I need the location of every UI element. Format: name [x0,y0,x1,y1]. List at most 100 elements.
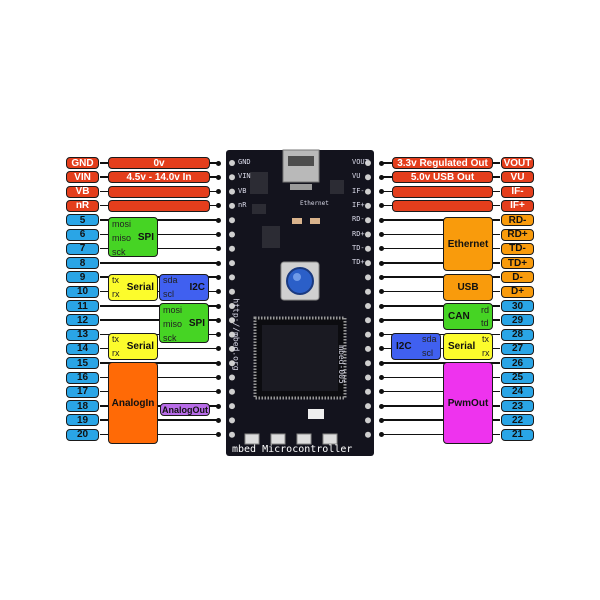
right-pin-10: D+ [501,285,534,298]
header-hole-right [365,202,371,209]
left-pin-dot [216,174,221,180]
serial-block-left-top: Serial [108,274,158,301]
header-hole-left [229,345,235,352]
right-pin-line [382,276,500,278]
header-hole-right [365,174,371,181]
left-pin-1: GND [66,157,99,169]
right-pin-dot [379,160,384,166]
header-hole-right [365,188,371,195]
right-pin-7: TD- [501,242,534,255]
right-pin-line [382,347,500,350]
header-hole-right [365,417,371,424]
left-pin-line [100,419,218,421]
left-pin-line [100,390,218,393]
left-pin-dot [216,317,221,323]
header-hole-right [365,360,371,367]
left-pin-dot [216,346,221,352]
right-pin-8: TD+ [501,257,534,270]
right-pin-line [382,219,500,221]
right-pin-6: RD+ [501,228,534,241]
header-hole-left [229,303,235,309]
header-hole-right [365,231,371,238]
spi-top-signal-1: mosi [112,219,132,229]
board-bottom-label: mbed Microcontroller [232,444,353,455]
left-pin-dot [216,260,221,266]
right-power-label: 5.0v USB Out [392,171,493,184]
can-label: CAN [448,311,470,322]
serial-right-rx: rx [482,348,490,358]
analogin-block: AnalogIn [108,362,158,444]
spi-top-signal-3: sck [112,247,126,257]
header-hole-right [365,345,371,352]
header-hole-right [365,260,371,267]
spi-mid-signal-3: sck [163,333,177,343]
left-pin-dot [216,189,221,195]
analogout-label: AnalogOut [162,404,208,415]
left-pin-9: 9 [66,271,99,284]
left-pin-dot [216,246,221,252]
right-pin-dot [379,260,384,266]
header-hole-left [229,431,235,438]
ethernet-block: Ethernet [443,217,493,271]
left-pin-line [100,405,218,407]
header-hole-left [229,374,235,381]
board-pcb [226,150,374,456]
serial-left-top-rx: rx [112,289,120,299]
board-side-text: http://mbed.org [231,298,241,371]
header-hole-left [229,388,235,395]
left-pin-dot [216,360,221,366]
header-hole-left [229,260,235,267]
right-pin-dot [379,174,384,180]
right-pin-dot [379,189,384,195]
right-pin-9: D- [501,271,534,284]
left-power-label: 0v [108,157,210,169]
left-pin-5: 5 [66,214,99,227]
serial-label-right: Serial [448,341,476,352]
left-pin-dot [216,417,221,423]
right-pin-dot [379,417,384,423]
left-pin-3: VB [66,185,99,198]
reset-button [286,267,314,295]
left-pin-17: 17 [66,385,99,398]
header-hole-right [365,303,371,309]
ethernet-label: Ethernet [447,238,489,250]
header-hole-right [365,274,371,281]
spi-label-top: SPI [137,231,154,243]
left-pin-dot [216,432,221,438]
spi-top-signal-2: miso [112,233,132,243]
left-pin-11: 11 [66,300,99,312]
analogin-label: AnalogIn [111,397,155,409]
right-pin-line [382,305,500,307]
board-pin-label-right: TD+ [352,258,365,267]
right-pin-20: 21 [501,428,534,441]
header-hole-left [229,274,235,281]
left-pin-dot [216,160,221,166]
header-hole-right [365,431,371,438]
header-hole-left [229,331,235,338]
right-pin-14: 27 [501,342,534,355]
usb-label: USB [457,282,479,293]
pwmout-label: PwmOut [447,397,489,409]
header-hole-left [229,174,235,181]
right-pin-line [382,433,500,436]
board-pin-label-right: VOUT [352,158,369,166]
right-pin-2: VU [501,171,534,184]
left-pin-dot [216,375,221,380]
serial-label-left-top: Serial [126,282,154,293]
left-pin-7: 7 [66,242,99,255]
header-hole-left [229,417,235,424]
right-pin-dot [379,389,384,395]
left-pin-dot [216,289,221,295]
left-pin-dot [216,274,221,280]
right-pin-dot [379,217,384,223]
right-pin-dot [379,432,384,438]
board-pin-label-left: nR [238,200,247,209]
right-pin-dot [379,375,384,380]
left-pin-6: 6 [66,228,99,241]
spi-block-mid: SPI [159,303,209,343]
right-pin-19: 22 [501,414,534,427]
header-hole-left [229,188,235,195]
i2c-left-scl: scl [163,289,174,299]
